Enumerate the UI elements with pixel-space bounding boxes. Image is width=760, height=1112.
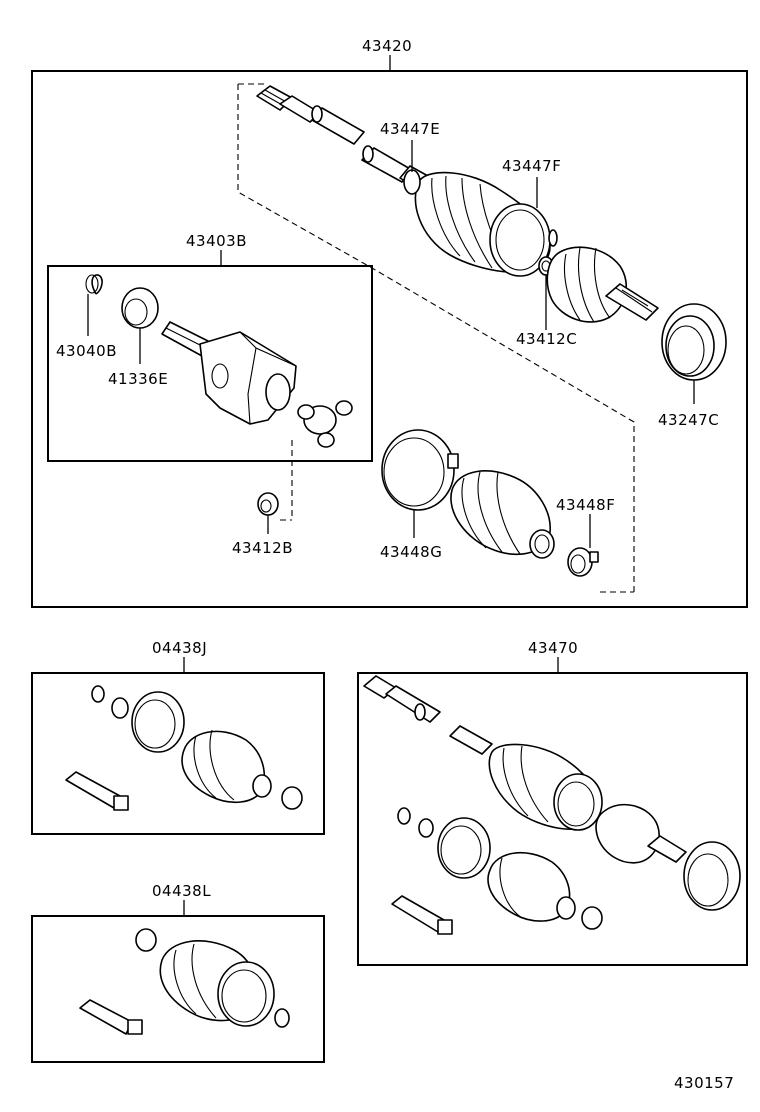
label-43247c[interactable]: 43247C bbox=[658, 411, 719, 429]
label-04438j[interactable]: 04438J bbox=[152, 639, 207, 657]
figure-number: 430157 bbox=[674, 1074, 734, 1092]
drive-shaft[interactable] bbox=[256, 85, 429, 191]
label-43470[interactable]: 43470 bbox=[528, 639, 578, 657]
boot-kit-04438l-group: 04438L bbox=[31, 882, 325, 1063]
assembly-43470-frame bbox=[357, 672, 748, 966]
tripod-joint[interactable] bbox=[297, 400, 353, 448]
label-43448g[interactable]: 43448G bbox=[380, 543, 442, 561]
label-43448f[interactable]: 43448F bbox=[556, 496, 615, 514]
label-43447f[interactable]: 43447F bbox=[502, 157, 561, 175]
outboard-boot[interactable] bbox=[414, 171, 551, 277]
boot-clamp-43447e[interactable] bbox=[403, 169, 421, 195]
dust-cover-43247c[interactable] bbox=[661, 303, 727, 381]
label-43412c[interactable]: 43412C bbox=[516, 330, 577, 348]
boot-kit-04438j-group: 04438J bbox=[31, 639, 325, 835]
outboard-joint[interactable] bbox=[546, 246, 659, 323]
inboard-boot[interactable] bbox=[450, 470, 555, 559]
boot-clamp-43447f[interactable] bbox=[548, 229, 558, 247]
inboard-joint-housing[interactable] bbox=[161, 321, 297, 425]
boot-kit-j-frame bbox=[31, 672, 325, 835]
label-04438l[interactable]: 04438L bbox=[152, 882, 211, 900]
label-41336e[interactable]: 41336E bbox=[108, 370, 168, 388]
boot-clamp-43448g[interactable] bbox=[381, 429, 459, 511]
assembly-43470-group: 43470 bbox=[357, 639, 748, 966]
label-43403b[interactable]: 43403B bbox=[186, 232, 247, 250]
kit-l-parts[interactable] bbox=[79, 928, 290, 1035]
assembly-43420-group: 43420 bbox=[31, 37, 748, 608]
label-43040b[interactable]: 43040B bbox=[56, 342, 117, 360]
main-assembly-frame bbox=[31, 70, 748, 608]
label-43447e[interactable]: 43447E bbox=[380, 120, 440, 138]
label-43412b[interactable]: 43412B bbox=[232, 539, 293, 557]
dust-seal-41336e[interactable] bbox=[121, 287, 159, 329]
inboard-joint-frame bbox=[47, 265, 373, 462]
boot-kit-l-frame bbox=[31, 915, 325, 1063]
boot-clamp-43448f[interactable] bbox=[567, 547, 599, 577]
snap-ring-43412b[interactable] bbox=[257, 492, 279, 516]
assembly-43470-shaft[interactable] bbox=[363, 675, 741, 911]
label-43420[interactable]: 43420 bbox=[362, 37, 412, 55]
assembly-43470-boot-parts[interactable] bbox=[391, 807, 603, 935]
snap-ring-43040b[interactable] bbox=[85, 274, 103, 295]
kit-j-parts[interactable] bbox=[65, 685, 303, 811]
